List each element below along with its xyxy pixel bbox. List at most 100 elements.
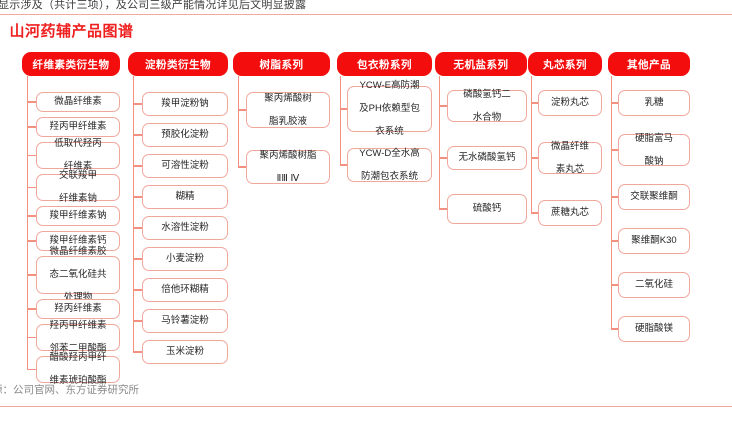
connector-elbow [439,157,447,159]
product-node[interactable]: 羧甲纤维素钠 [36,206,120,226]
bottom-divider-rule [0,406,732,408]
product-node[interactable]: 小麦淀粉 [142,247,228,271]
connector-spine [531,76,533,213]
connector-elbow [439,105,447,107]
product-node[interactable]: 乳糖 [618,90,690,116]
product-node-label: 醋酸羟丙甲纤 [49,352,107,364]
product-node-label: 微晶纤维素 [54,96,102,108]
product-node-label: 微晶纤维 [550,140,589,152]
product-node[interactable]: 马铃薯淀粉 [142,309,228,333]
product-node[interactable]: 聚维酮K30 [618,228,690,254]
product-node[interactable]: 淀粉丸芯 [538,90,602,116]
connector-elbow [133,196,142,198]
product-node[interactable]: 低取代羟丙纤维素 [36,138,120,172]
product-node[interactable]: 羟丙甲纤维素邻苯二甲酸酯 [36,320,120,354]
connector-elbow [611,102,618,104]
connector-elbow [611,149,618,151]
cropped-header-text: 资料来源：公司官网，2023年中报所显示涉及（共计三项），及公司三级产能情况详见… [0,0,307,11]
product-node-label: 衣系统 [375,126,404,138]
connector-elbow [531,212,538,214]
connector-spine [439,76,441,209]
top-divider-rule [0,14,732,15]
connector-elbow [611,240,618,242]
connector-spine [27,76,29,370]
product-node[interactable]: 硬脂酸镁 [618,316,690,342]
product-node-label: 小麦淀粉 [165,253,204,265]
product-node[interactable]: 可溶性淀粉 [142,154,228,178]
product-node-label: 乳糖 [644,97,664,109]
product-node-label: 聚丙烯酸树 [264,92,312,104]
product-node-label: 维素琥珀酸酯 [49,375,107,387]
product-node[interactable]: 水溶性淀粉 [142,216,228,240]
connector-elbow [27,336,36,339]
product-node[interactable]: 微晶纤维素胶态二氧化硅共处理物 [36,246,120,303]
product-node[interactable]: YCW-E高防潮及PH依赖型包衣系统 [347,80,432,137]
product-node-label: 防潮包衣系统 [360,170,418,182]
product-node[interactable]: 硫酸钙 [447,194,527,224]
product-node-label: 酸钠 [644,155,664,167]
product-node-label: 糊精 [175,191,195,203]
product-node[interactable]: 羟丙纤维素 [36,299,120,319]
connector-elbow [531,157,538,159]
category-header-5[interactable]: 无机盐系列 [435,52,527,76]
product-node[interactable]: 二氧化硅 [618,272,690,298]
connector-elbow [27,240,36,242]
product-node[interactable]: 羧甲淀粉钠 [142,92,228,116]
category-header-6[interactable]: 丸芯系列 [528,52,602,76]
product-node[interactable]: 无水磷酸氢钙 [447,146,527,170]
connector-elbow [133,351,142,353]
product-node-label: 硬脂酸镁 [634,323,673,335]
product-node-label: YCW-E高防潮 [359,80,420,92]
connector-spine [611,76,613,329]
product-node[interactable]: 交联聚维酮 [618,184,690,210]
product-node[interactable]: 微晶纤维素丸芯 [538,140,602,175]
category-header-1[interactable]: 纤维素类衍生物 [22,52,120,76]
connector-elbow [340,164,347,166]
product-node[interactable]: 硬脂富马酸钠 [618,133,690,167]
product-node[interactable]: 微晶纤维素 [36,92,120,112]
category-header-4[interactable]: 包衣粉系列 [337,52,432,76]
product-node[interactable]: 蔗糖丸芯 [538,200,602,226]
category-header-7[interactable]: 其他产品 [608,52,690,76]
connector-spine [133,76,135,352]
product-node[interactable]: 羧甲纤维素钙 [36,231,120,251]
product-node-label: 羟丙甲纤维素 [49,121,107,133]
product-node-label: 玉米淀粉 [165,346,204,358]
product-node-label: 处理物 [63,292,93,304]
product-node[interactable]: 磷酸氢钙二水合物 [447,88,527,123]
product-node-label: 羧甲纤维素钙 [49,235,107,247]
product-node[interactable]: 倍他环糊精 [142,278,228,302]
product-node-label: 无水磷酸氢钙 [458,152,516,164]
source-note: 源：公司官网、东方证券研究所 [0,384,139,396]
category-header-3[interactable]: 树脂系列 [233,52,330,76]
product-node-label: 倍他环糊精 [161,284,209,296]
connector-spine [238,76,240,167]
connector-elbow [133,258,142,260]
product-node-label: 纤维素 [63,161,93,173]
product-node-label: 素丸芯 [555,163,585,175]
product-node-label: 水合物 [472,111,502,123]
product-node[interactable]: 醋酸羟丙甲纤维素琥珀酸酯 [36,352,120,386]
connector-elbow [27,126,36,128]
product-node[interactable]: 预胶化淀粉 [142,123,228,147]
connector-elbow [133,134,142,136]
product-node-label: 脂乳胶液 [268,115,307,127]
category-header-2[interactable]: 淀粉类衍生物 [128,52,228,76]
product-node[interactable]: YCW-D全水高防潮包衣系统 [347,148,432,182]
product-node[interactable]: 糊精 [142,185,228,209]
product-node-label: 聚丙烯酸树脂 [259,149,317,161]
product-node[interactable]: 交联羧甲纤维素钠 [36,170,120,204]
product-node-label: 态二氧化硅共 [49,269,107,281]
product-node-label: 水溶性淀粉 [161,222,209,234]
connector-elbow [611,196,618,198]
product-node-label: YCW-D全水高 [359,147,420,159]
connector-elbow [133,165,142,167]
product-node-label: 羟丙纤维素 [54,303,102,315]
product-node-label: 磷酸氢钙二 [463,88,511,100]
connector-elbow [439,208,447,210]
product-node[interactable]: 羟丙甲纤维素 [36,117,120,137]
product-node[interactable]: 玉米淀粉 [142,340,228,364]
connector-elbow [531,102,538,104]
product-node[interactable]: 聚丙烯酸树脂乳胶液 [246,92,330,128]
